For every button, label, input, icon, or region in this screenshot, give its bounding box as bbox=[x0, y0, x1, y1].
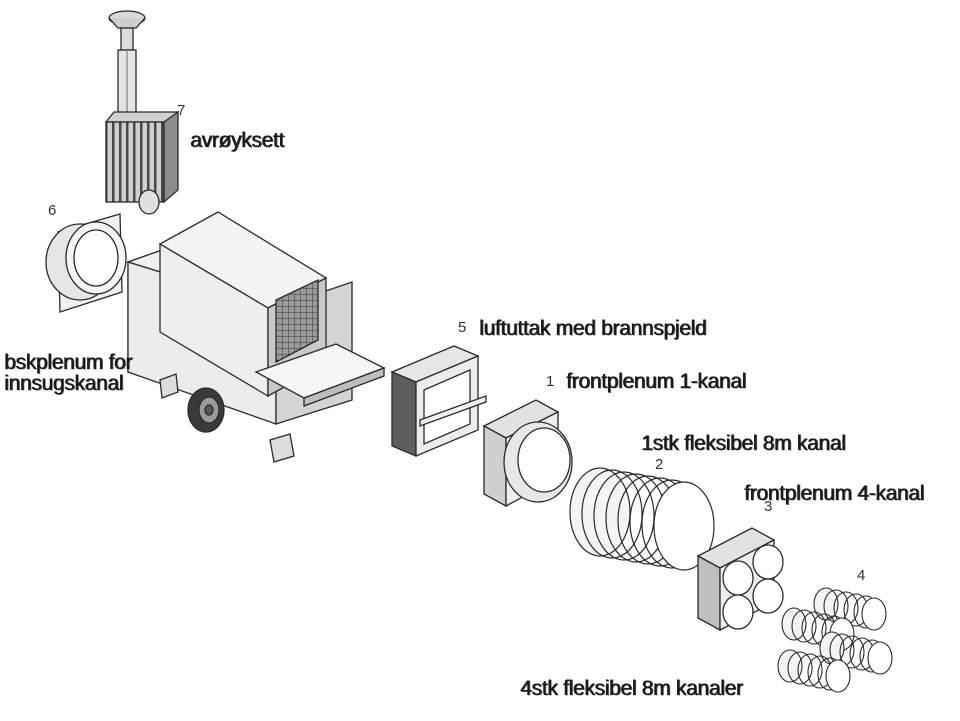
label-air-outlet-fire-damper: luftuttak med brannspjeld bbox=[479, 317, 707, 340]
heater-unit bbox=[125, 211, 386, 463]
label-suction-plenum-line2: innsugskanal bbox=[4, 372, 123, 395]
front-plenum-4-channel bbox=[696, 527, 784, 632]
part-number-4: 4 bbox=[857, 567, 866, 584]
label-front-plenum-4-channel: frontplenum 4-kanal bbox=[744, 482, 924, 505]
label-smoke-outlet-kit: avrøyksett bbox=[190, 129, 284, 152]
part-number-1: 1 bbox=[546, 373, 555, 390]
flexible-duct-single bbox=[569, 467, 715, 571]
label-front-plenum-1-channel: frontplenum 1-kanal bbox=[566, 370, 746, 393]
part-number-3: 3 bbox=[764, 498, 773, 515]
part-number-6: 6 bbox=[48, 202, 57, 219]
part-number-2: 2 bbox=[655, 456, 664, 473]
duct-c bbox=[819, 631, 893, 675]
smoke-outlet-kit bbox=[104, 10, 180, 215]
front-plenum-1-channel bbox=[482, 399, 573, 508]
label-flexible-ducts-four: 4stk fleksibel 8m kanaler bbox=[520, 677, 743, 700]
part-number-7: 7 bbox=[177, 102, 186, 119]
label-suction-plenum: bskplenum for innsugskanal bbox=[4, 352, 132, 394]
label-flexible-duct-single: 1stk fleksibel 8m kanal bbox=[641, 432, 846, 455]
label-suction-plenum-line1: bskplenum for bbox=[4, 351, 132, 374]
suction-plenum bbox=[45, 213, 127, 313]
part-number-5: 5 bbox=[458, 319, 467, 336]
duct-d bbox=[777, 649, 851, 693]
duct-a bbox=[813, 587, 887, 631]
flexible-ducts-four bbox=[777, 587, 893, 693]
air-outlet-fire-damper bbox=[390, 345, 487, 457]
